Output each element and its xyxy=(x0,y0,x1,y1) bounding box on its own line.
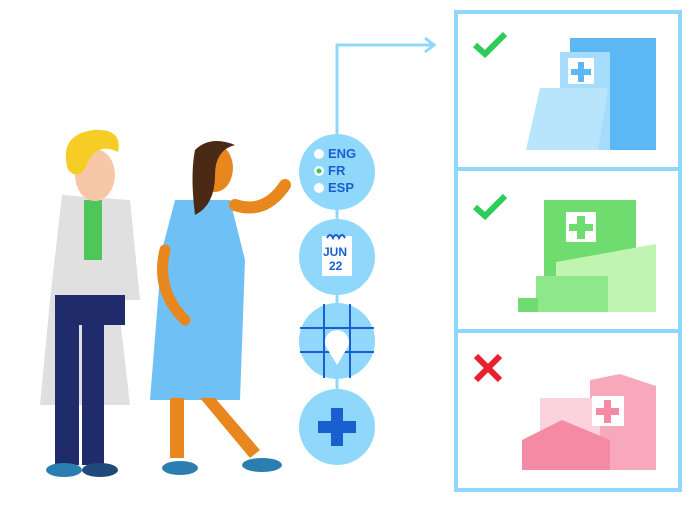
hospital-green xyxy=(518,200,656,312)
check-icon xyxy=(472,31,508,59)
check-icon xyxy=(472,193,508,221)
options-panel xyxy=(454,10,682,492)
hospital-blue xyxy=(526,38,656,150)
calendar-day: 22 xyxy=(329,259,343,273)
calendar-month: JUN xyxy=(323,245,348,259)
arrow-head-icon xyxy=(424,36,437,54)
calendar-icon xyxy=(322,236,352,276)
cross-icon xyxy=(473,353,503,383)
language-option-fr[interactable]: FR xyxy=(328,163,346,178)
hospital-pink xyxy=(522,374,656,470)
patient-figure xyxy=(150,141,291,475)
doctor-figure xyxy=(40,129,140,477)
language-option-eng[interactable]: ENG xyxy=(328,146,357,161)
map-pin-icon xyxy=(324,330,349,365)
arrow-connector xyxy=(335,43,432,134)
language-option-esp[interactable]: ESP xyxy=(328,180,355,195)
medical-cross-icon xyxy=(318,408,356,446)
